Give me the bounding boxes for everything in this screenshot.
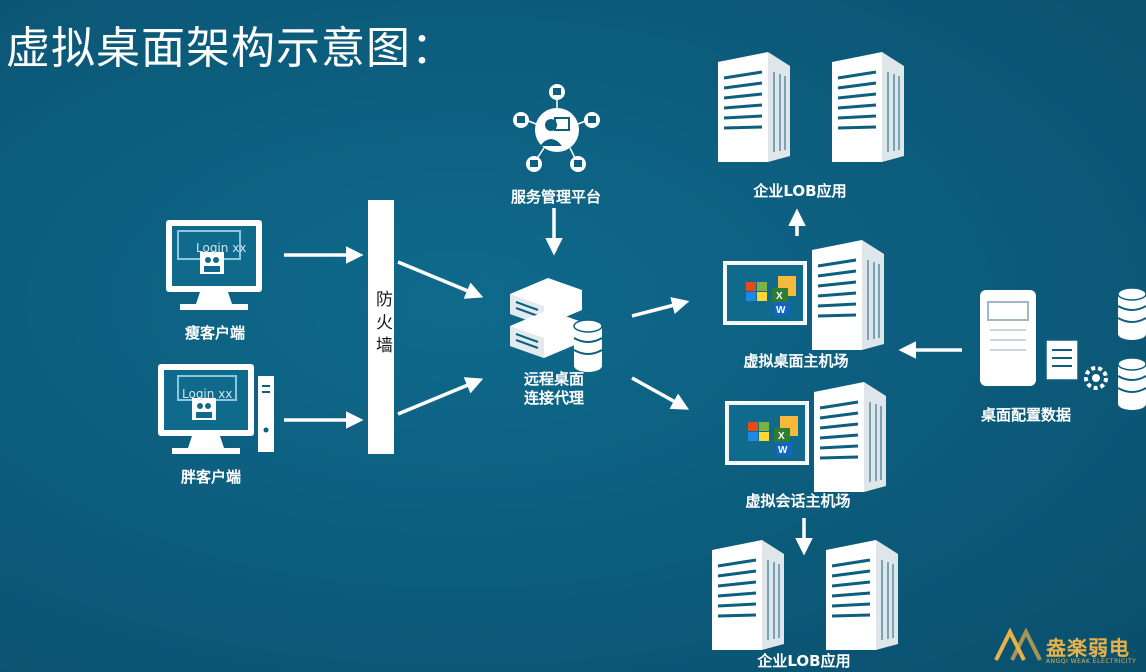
lob-bottom-server-icon-1 [710, 538, 786, 652]
broker-database-icon [573, 319, 603, 373]
service-platform-label: 服务管理平台 [510, 188, 601, 206]
logo-name: 盎楽弱电 [1046, 636, 1130, 660]
config-server-icon [980, 290, 1108, 390]
service-platform-icon [513, 84, 600, 172]
fat-client-label: 胖客户端 [180, 468, 241, 486]
firewall-label: 防火墙 [372, 290, 392, 359]
thin-client-label: 瘦客户端 [184, 324, 245, 342]
lob-top-server-icon-1 [716, 50, 792, 164]
logo-icon [994, 627, 1042, 661]
client-arrows [284, 246, 364, 429]
connection-broker-server-icon [510, 278, 582, 358]
fat-client-screen-text: Login xx [182, 387, 232, 401]
session-desktop-icon [725, 401, 809, 465]
vdi-desktop-icon [723, 261, 807, 325]
connection-broker-label: 远程桌面 连接代理 [523, 370, 584, 407]
session-host-label: 虚拟会话主机场 [745, 492, 851, 510]
broker-arrows [631, 297, 690, 410]
thin-client-screen-text: Login xx [196, 241, 246, 255]
fat-client-computer-icon [158, 364, 274, 454]
lob-top-server-icon-2 [830, 50, 906, 164]
page-title: 虚拟桌面架构示意图： [6, 23, 456, 74]
session-server-icon [812, 380, 888, 494]
config-database-icon-2 [1117, 357, 1146, 411]
firewall-arrows [397, 260, 484, 416]
lob-bottom-server-icon-2 [824, 538, 900, 652]
config-data-label: 桌面配置数据 [980, 406, 1071, 424]
config-database-icon-1 [1117, 287, 1146, 341]
firewall-bar [368, 200, 394, 454]
logo-subtitle: ANGQI WEAK ELECTRICITY [1046, 658, 1137, 665]
lob-bottom-label: 企业LOB应用 [757, 652, 851, 670]
thin-client-monitor-icon [166, 220, 262, 310]
vdi-host-label: 虚拟桌面主机场 [743, 352, 849, 370]
vdi-server-icon [810, 238, 886, 352]
lob-top-label: 企业LOB应用 [753, 182, 847, 200]
